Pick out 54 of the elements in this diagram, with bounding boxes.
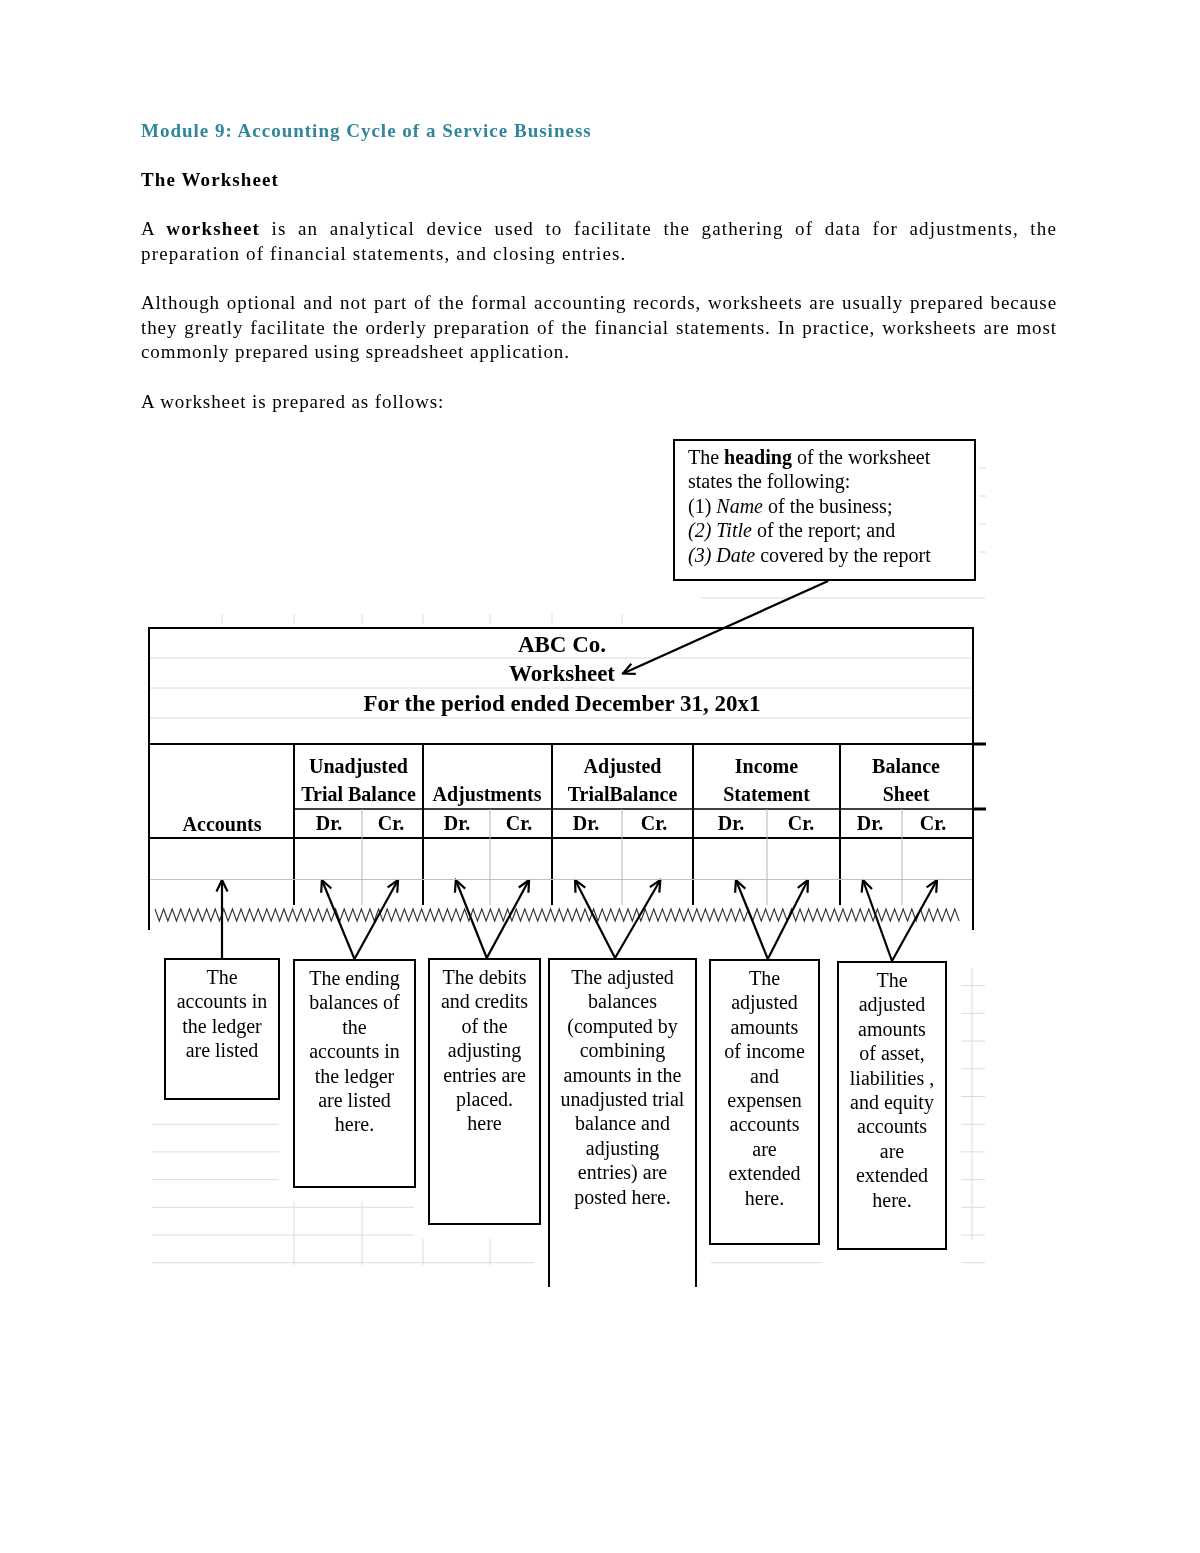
column-header: Balance Sheet xyxy=(871,754,941,807)
column-header: Income Statement xyxy=(722,754,811,807)
arrow xyxy=(614,878,662,959)
paragraph: Although optional and not part of the formal accounting records, worksheets are usually prepared because they greatly facilitate the orderly preparation of the financial statements. In practice, worksheets are most commonly prepared using spreadsheet application. xyxy=(141,291,1057,364)
callout-text: The adjusted balances (computed by combining amounts in the unadjusted trial balance and adjusting entries) are posted here. xyxy=(560,965,685,1210)
arrow xyxy=(621,580,829,675)
worksheet-heading-text: ABC Co. xyxy=(517,631,607,659)
arrow xyxy=(485,878,531,959)
column-header: Cr. xyxy=(505,811,533,836)
arrow xyxy=(215,878,229,958)
arrow xyxy=(320,878,356,960)
column-header: Adjusted TrialBalance xyxy=(566,754,679,807)
arrow xyxy=(734,878,769,960)
arrow xyxy=(453,878,488,959)
column-header: Dr. xyxy=(717,811,745,836)
callout-box xyxy=(428,958,541,1225)
column-header: Dr. xyxy=(315,811,343,836)
section-heading: The Worksheet xyxy=(141,168,279,192)
paragraph: A worksheet is an analytical device used to facilitate the gathering of data for adjustments, the preparation of financial statements, and closing entries. xyxy=(141,217,1057,266)
callout-text: The adjusted amounts of asset, liabilities , and equity accounts are extended here. xyxy=(849,968,935,1213)
column-header: Dr. xyxy=(443,811,471,836)
worksheet-heading-text: Worksheet xyxy=(500,659,624,688)
callout-text: (1) Name of the business; xyxy=(688,493,894,519)
callout-box xyxy=(164,958,280,1100)
column-header: Dr. xyxy=(856,811,884,836)
callout-box xyxy=(548,958,697,1287)
page-title: Module 9: Accounting Cycle of a Service Business xyxy=(141,119,592,143)
callout-text: The heading of the worksheet states the following: xyxy=(688,445,932,494)
arrow xyxy=(353,878,400,960)
arrow xyxy=(766,878,809,960)
paragraph: A worksheet is prepared as follows: xyxy=(141,390,445,414)
column-header: Cr. xyxy=(919,811,947,836)
column-header: Adjustments xyxy=(432,782,542,808)
column-header: Unadjusted Trial Balance xyxy=(300,754,417,807)
worksheet-heading-text: For the period ended December 31, 20x1 xyxy=(363,690,761,718)
callout-box xyxy=(709,959,820,1245)
arrow xyxy=(891,878,939,962)
callout-box xyxy=(837,961,947,1250)
column-header: Dr. xyxy=(572,811,600,836)
worksheet-table xyxy=(148,627,974,930)
arrow xyxy=(574,878,617,959)
column-header: Cr. xyxy=(640,811,668,836)
column-header: Cr. xyxy=(787,811,815,836)
callout-text: (3) Date covered by the report xyxy=(688,542,932,568)
callout-text: The adjusted amounts of income and expensen accounts are extended here. xyxy=(723,966,806,1211)
column-header: Cr. xyxy=(377,811,405,836)
callout-text: (2) Title of the report; and xyxy=(688,518,897,543)
callout-text: The debits and credits of the adjusting entries are placed. here xyxy=(440,965,529,1136)
callout-box xyxy=(293,959,416,1188)
callout-text: The accounts in the ledger are listed xyxy=(176,965,268,1063)
arrow xyxy=(860,878,894,962)
callout-box xyxy=(673,439,976,581)
callout-text: The ending balances of the accounts in the ledger are listed here. xyxy=(308,966,401,1137)
column-header: Accounts xyxy=(182,812,262,837)
